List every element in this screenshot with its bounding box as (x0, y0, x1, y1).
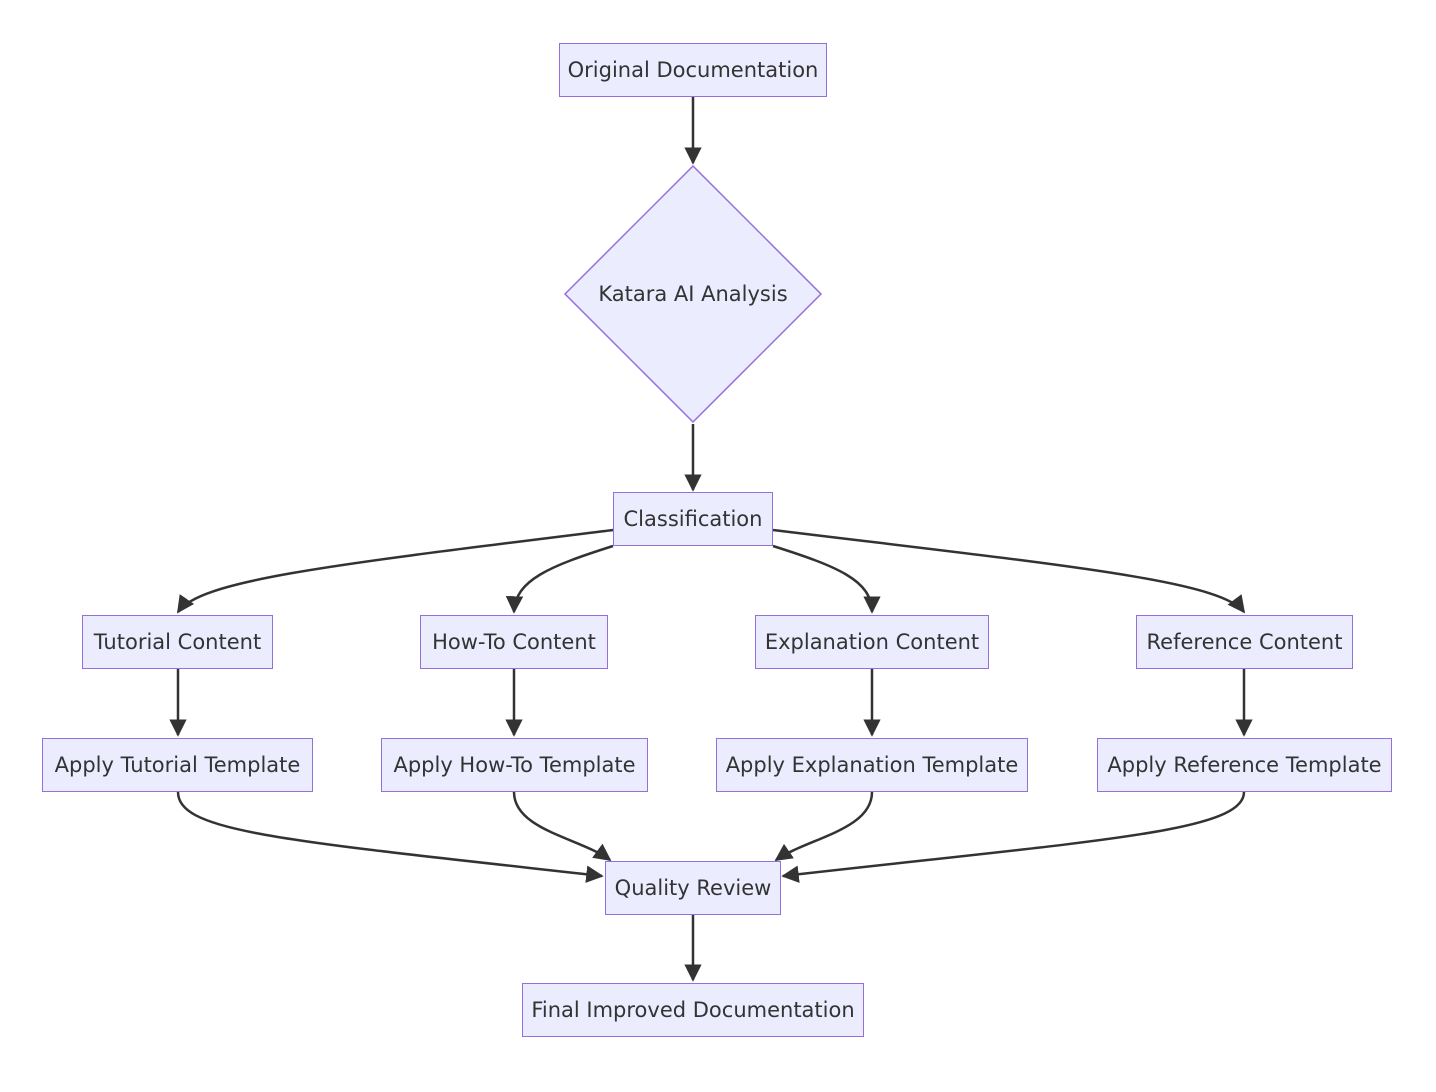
node-tutorial-content: Tutorial Content (82, 615, 273, 669)
node-katara-ai-analysis: Katara AI Analysis (598, 282, 788, 306)
node-final-improved-documentation: Final Improved Documentation (522, 983, 864, 1037)
edge-classification-explanation (772, 544, 881, 614)
node-apply-explanation-template: Apply Explanation Template (716, 738, 1028, 792)
edge-apply-explanation-quality (774, 791, 874, 862)
edge-apply-tutorial-quality (176, 791, 604, 883)
node-apply-reference-template: Apply Reference Template (1097, 738, 1392, 792)
node-original-documentation: Original Documentation (559, 43, 827, 97)
node-explanation-content: Explanation Content (755, 615, 989, 669)
node-classification: Classification (613, 492, 773, 546)
decision-diamond (563, 164, 823, 424)
node-quality-review: Quality Review (605, 861, 781, 915)
edge-apply-reference-quality (781, 791, 1246, 883)
node-apply-tutorial-template: Apply Tutorial Template (42, 738, 313, 792)
node-apply-howto-template: Apply How-To Template (381, 738, 648, 792)
edge-apply-howto-quality (512, 791, 612, 862)
edge-classification-howto (505, 544, 614, 614)
node-howto-content: How-To Content (420, 615, 608, 669)
edge-classification-reference (772, 528, 1246, 614)
node-reference-content: Reference Content (1136, 615, 1353, 669)
edge-classification-tutorial (176, 528, 614, 614)
